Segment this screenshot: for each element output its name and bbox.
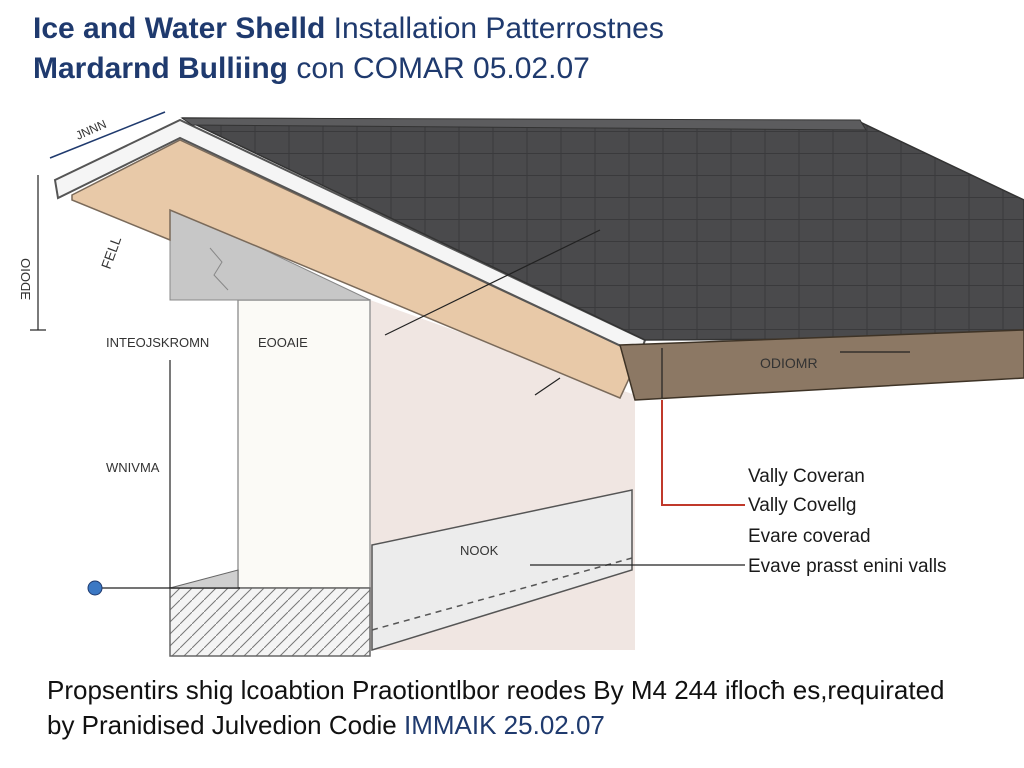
page-title-line2: Mardarnd Bulliing con COMAR 05.02.07 — [33, 52, 590, 86]
title-part-b: Installation Patterrostnes — [333, 12, 664, 45]
label-left-dim: ƎDOIO — [18, 258, 33, 300]
title-part-a: Ice and Water Shelld — [33, 12, 326, 45]
marker-dot — [87, 580, 103, 596]
label-intersection: INTEOJSKROMN — [106, 335, 209, 350]
foundation-hatch — [169, 587, 371, 657]
legend-item-1: Vally Coveran — [748, 466, 865, 487]
label-fell: FELL — [98, 234, 125, 271]
accent-line — [661, 400, 745, 506]
legend-item-4: Evave prasst enini valls — [748, 556, 947, 577]
title-part-d: con COMAR 05.02.07 — [296, 52, 590, 85]
label-eave: EOOAIE — [258, 335, 308, 350]
legend-item-3: Evare coverad — [748, 526, 871, 547]
caption-line2: by Pranidised Julvedion Codie IMMAIK 25.… — [47, 710, 605, 741]
fascia-board — [71, 139, 641, 399]
ice-barrier-strip — [371, 489, 633, 652]
overhang-band — [619, 329, 1024, 401]
label-wall: WNIVMA — [106, 460, 160, 475]
legend-item-2: Vally Covellg — [748, 495, 857, 516]
leader-line — [384, 229, 601, 336]
dimension-top — [49, 111, 166, 159]
ridge-cap — [180, 117, 867, 131]
block-crack — [209, 247, 229, 291]
caption-line1: Propsentirs shig lcoabtion Praotiontlbor… — [47, 675, 945, 705]
label-hook: NOOK — [460, 543, 499, 558]
foundation-top — [169, 569, 239, 589]
label-overhang: ODIOMR — [760, 355, 818, 371]
barrier-dashed-line — [371, 557, 633, 631]
title-part-c: Mardarnd Bulliing — [33, 52, 288, 85]
page-title-line1: Ice and Water Shelld Installation Patter… — [33, 12, 664, 46]
leader-line — [534, 377, 561, 396]
caption-code: IMMAIK 25.02.07 — [404, 710, 605, 740]
caption-part-a: by Pranidised Julvedion Codie — [47, 710, 397, 740]
label-top-dim: JNNN — [74, 117, 109, 143]
